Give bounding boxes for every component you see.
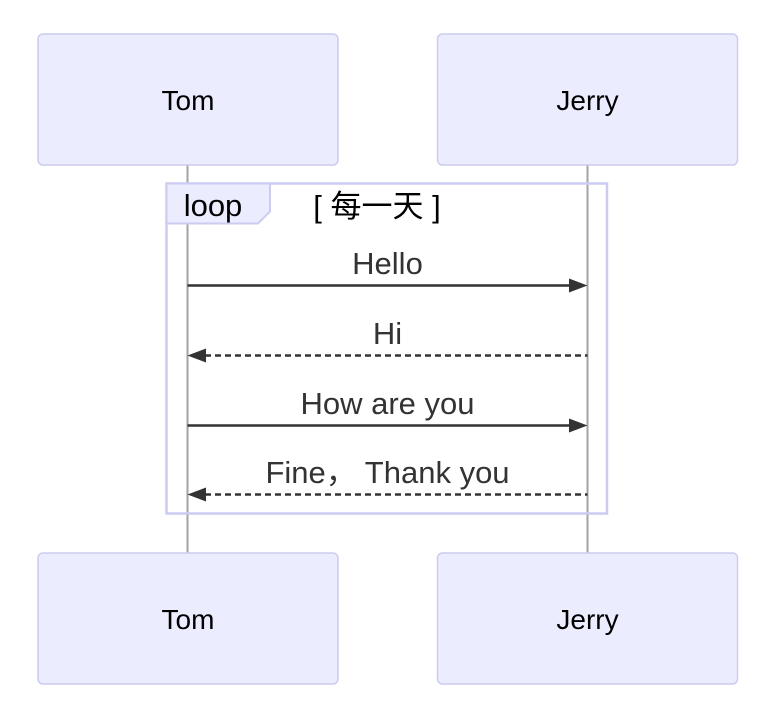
arrowhead-right-icon (569, 418, 588, 433)
actor-box (37, 552, 339, 685)
loop-condition: [ 每一天 ] (313, 189, 440, 224)
actor-label-jerry: Jerry (556, 85, 618, 116)
message-hello: Hello (187, 246, 588, 293)
loop-frame (165, 182, 609, 515)
message-text: Hi (373, 316, 402, 351)
loop-tab (165, 182, 271, 225)
message-hi: Hi (187, 316, 588, 363)
loop-keyword: loop (184, 188, 243, 223)
actor-box (37, 33, 339, 166)
message-text: Fine， Thank you (265, 455, 509, 490)
actor-box (436, 552, 739, 685)
arrowhead-left-icon (187, 487, 206, 502)
actor-box (436, 33, 739, 166)
actor-top-jerry: Jerry (436, 33, 739, 166)
actor-label-jerry: Jerry (556, 604, 618, 635)
arrowhead-left-icon (187, 348, 206, 363)
message-fine-thank-you: Fine， Thank you (187, 455, 588, 502)
actor-label-tom: Tom (162, 85, 215, 116)
message-text: How are you (300, 386, 474, 421)
actor-bottom-tom: Tom (37, 552, 339, 685)
actor-label-tom: Tom (162, 604, 215, 635)
actor-bottom-jerry: Jerry (436, 552, 739, 685)
message-text: Hello (352, 246, 423, 281)
arrowhead-right-icon (569, 278, 588, 293)
actor-top-tom: Tom (37, 33, 339, 166)
message-how-are-you: How are you (187, 386, 588, 433)
